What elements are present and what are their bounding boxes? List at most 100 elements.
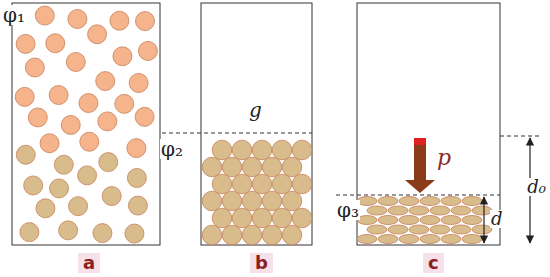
particle bbox=[79, 94, 98, 113]
pressure-label: p bbox=[436, 147, 452, 169]
container-b bbox=[201, 3, 312, 245]
dimension-label: d bbox=[490, 210, 504, 228]
particle bbox=[78, 166, 97, 185]
particle bbox=[232, 208, 252, 228]
panel-letter: c bbox=[423, 253, 444, 273]
particle bbox=[99, 153, 118, 172]
dimension-arrow bbox=[483, 197, 484, 243]
flattened-particle bbox=[378, 235, 398, 244]
particle bbox=[232, 140, 252, 160]
particle bbox=[25, 58, 44, 77]
flattened-particle bbox=[441, 197, 461, 206]
particle bbox=[16, 145, 35, 164]
particle bbox=[88, 25, 107, 44]
particle bbox=[66, 52, 85, 71]
flattened-particle bbox=[441, 235, 461, 244]
particle bbox=[138, 41, 157, 60]
flattened-particle bbox=[388, 206, 408, 215]
particle bbox=[252, 140, 272, 160]
particle bbox=[80, 132, 99, 151]
particle bbox=[20, 223, 39, 242]
particle bbox=[28, 108, 47, 127]
particle bbox=[222, 225, 242, 245]
particle bbox=[272, 174, 292, 194]
flattened-particle bbox=[399, 235, 419, 244]
particle bbox=[61, 115, 80, 134]
particle bbox=[252, 174, 272, 194]
dimension-label: d₀ bbox=[526, 178, 547, 196]
pressure-arrow bbox=[414, 140, 426, 182]
flattened-particle bbox=[367, 225, 387, 234]
particle bbox=[125, 224, 144, 243]
particle bbox=[115, 94, 134, 113]
flattened-particle bbox=[388, 225, 408, 234]
particle bbox=[46, 34, 65, 53]
particle bbox=[49, 86, 68, 105]
particle bbox=[292, 140, 312, 160]
particle bbox=[40, 134, 59, 153]
particle bbox=[135, 12, 154, 31]
particle bbox=[59, 221, 78, 240]
flattened-particle bbox=[462, 235, 482, 244]
particle bbox=[93, 224, 112, 243]
flattened-particle bbox=[378, 197, 398, 206]
particle bbox=[272, 208, 292, 228]
particle bbox=[282, 157, 302, 177]
flattened-particle bbox=[472, 225, 492, 234]
flattened-particle bbox=[451, 225, 471, 234]
particle bbox=[69, 197, 88, 216]
particle bbox=[202, 225, 222, 245]
flattened-particle bbox=[357, 235, 377, 244]
particle bbox=[127, 168, 146, 187]
level-line bbox=[500, 136, 540, 137]
flattened-particle bbox=[441, 216, 461, 225]
flattened-particle bbox=[420, 197, 440, 206]
particle bbox=[113, 47, 132, 66]
panel-letter: a bbox=[78, 253, 100, 273]
particle bbox=[262, 225, 282, 245]
particle bbox=[128, 196, 147, 215]
flattened-particle bbox=[367, 206, 387, 215]
particle bbox=[15, 87, 34, 106]
container-c bbox=[357, 3, 500, 245]
particle bbox=[36, 199, 55, 218]
level-line bbox=[336, 195, 500, 196]
particle bbox=[35, 6, 54, 25]
particle bbox=[135, 107, 154, 126]
flattened-particle bbox=[472, 206, 492, 215]
particle bbox=[252, 208, 272, 228]
flattened-particle bbox=[409, 206, 429, 215]
particle bbox=[24, 176, 43, 195]
flattened-particle bbox=[420, 216, 440, 225]
particle bbox=[262, 157, 282, 177]
particle bbox=[102, 187, 121, 206]
flattened-particle bbox=[430, 225, 450, 234]
particle bbox=[129, 73, 148, 92]
pressure-arrow bbox=[405, 180, 435, 193]
particle bbox=[232, 174, 252, 194]
gravity-label: g bbox=[248, 100, 263, 120]
particle bbox=[242, 225, 262, 245]
particle bbox=[212, 208, 232, 228]
pressure-arrow bbox=[414, 138, 426, 145]
particle bbox=[222, 191, 242, 211]
particle bbox=[262, 191, 282, 211]
particle bbox=[202, 157, 222, 177]
particle bbox=[282, 191, 302, 211]
particle bbox=[127, 139, 146, 158]
flattened-particle bbox=[378, 216, 398, 225]
particle bbox=[16, 34, 35, 53]
flattened-particle bbox=[399, 197, 419, 206]
particle bbox=[98, 112, 117, 131]
particle bbox=[202, 191, 222, 211]
particle bbox=[272, 140, 292, 160]
volume-fraction: φ₁ bbox=[2, 5, 26, 25]
particle bbox=[282, 225, 302, 245]
level-line bbox=[162, 133, 312, 134]
container-a bbox=[12, 3, 160, 245]
flattened-particle bbox=[399, 216, 419, 225]
flattened-particle bbox=[420, 235, 440, 244]
particle bbox=[292, 174, 312, 194]
flattened-particle bbox=[462, 216, 482, 225]
